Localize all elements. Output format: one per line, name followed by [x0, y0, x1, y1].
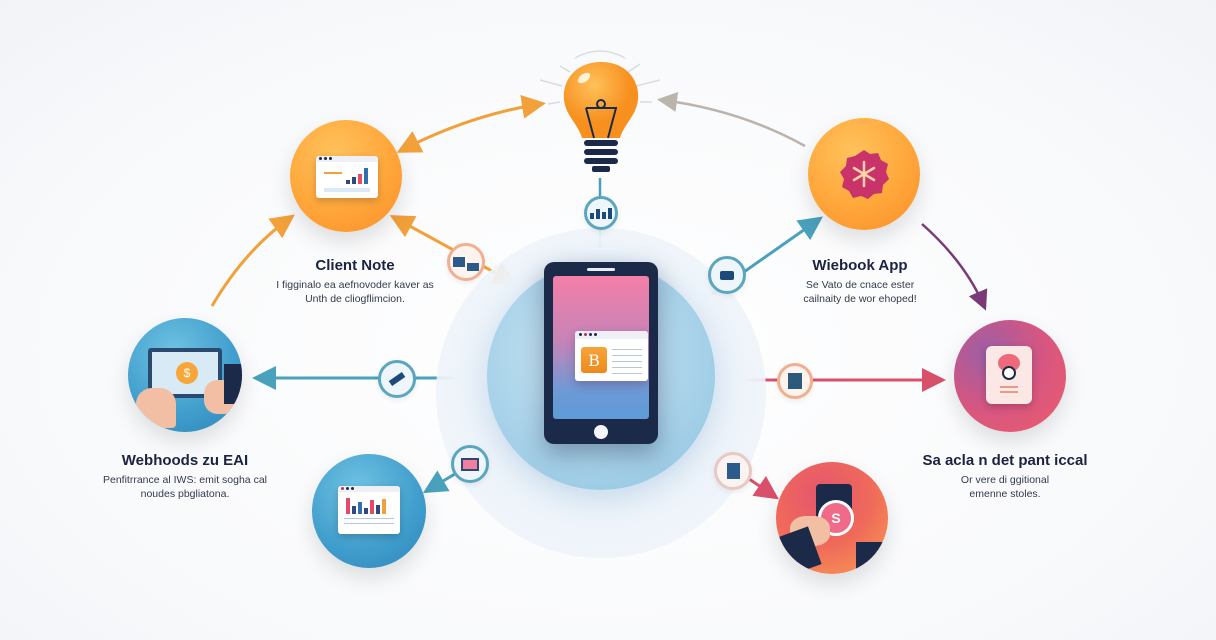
- laptop-icon[interactable]: [451, 445, 489, 483]
- node-desc: cailnaity de wor ehoped!: [803, 293, 917, 305]
- analytics-node[interactable]: [312, 454, 426, 568]
- app-window: B: [575, 331, 648, 381]
- node-desc: emenne stoles.: [969, 488, 1041, 500]
- client-note-node[interactable]: [290, 120, 402, 232]
- b-app-icon: B: [581, 347, 607, 373]
- node-desc: noudes pbgliatona.: [140, 488, 230, 500]
- webhoods-node[interactable]: $: [128, 318, 242, 432]
- wiebook-app-node[interactable]: [808, 118, 920, 230]
- document-list-icon[interactable]: [777, 363, 813, 399]
- phone-screen: B: [553, 276, 649, 419]
- bar-chart-icon[interactable]: [584, 196, 618, 230]
- dashboard-window-icon: [316, 156, 378, 198]
- node-title: Client Note: [315, 257, 395, 274]
- client-note-label: Client Note I figginalo ea aefnovoder ka…: [255, 257, 455, 306]
- node-title: Webhoods zu EAI: [121, 452, 249, 469]
- node-desc: Or vere di ggitional: [960, 474, 1050, 486]
- node-desc: I figginalo ea aefnovoder kaver as: [276, 279, 434, 291]
- camera-node[interactable]: S: [776, 462, 888, 574]
- sa-acla-label: Sa acla n det pant iccal Or vere di ggit…: [905, 452, 1105, 501]
- lightbulb-icon: [563, 62, 639, 172]
- sa-acla-node[interactable]: [954, 320, 1066, 432]
- check-tool-icon[interactable]: [378, 360, 416, 398]
- node-desc: Unth de cliogflimcion.: [305, 293, 405, 305]
- document-review-icon: [986, 346, 1032, 404]
- node-desc: Penfitrrance al IWS: emit sogha cal: [103, 474, 267, 486]
- analytics-window-icon: [338, 486, 400, 534]
- phone-home-button: [594, 425, 608, 439]
- node-title: Sa acla n det pant iccal: [922, 452, 1088, 469]
- node-title: Wiebook App: [812, 257, 908, 274]
- presentation-board-icon[interactable]: [447, 243, 485, 281]
- node-desc: Se Vato de cnace ester: [805, 279, 915, 291]
- wiebook-app-label: Wiebook App Se Vato de cnace ester cailn…: [770, 257, 950, 306]
- printer-icon[interactable]: [708, 256, 746, 294]
- phone-speaker: [587, 268, 615, 271]
- notes-list-icon[interactable]: [714, 452, 752, 490]
- smartphone-icon: B: [544, 262, 658, 444]
- snowflake-badge-icon: [840, 150, 889, 199]
- webhoods-label: Webhoods zu EAI Penfitrrance al IWS: emi…: [90, 452, 280, 501]
- window-titlebar: [575, 331, 648, 339]
